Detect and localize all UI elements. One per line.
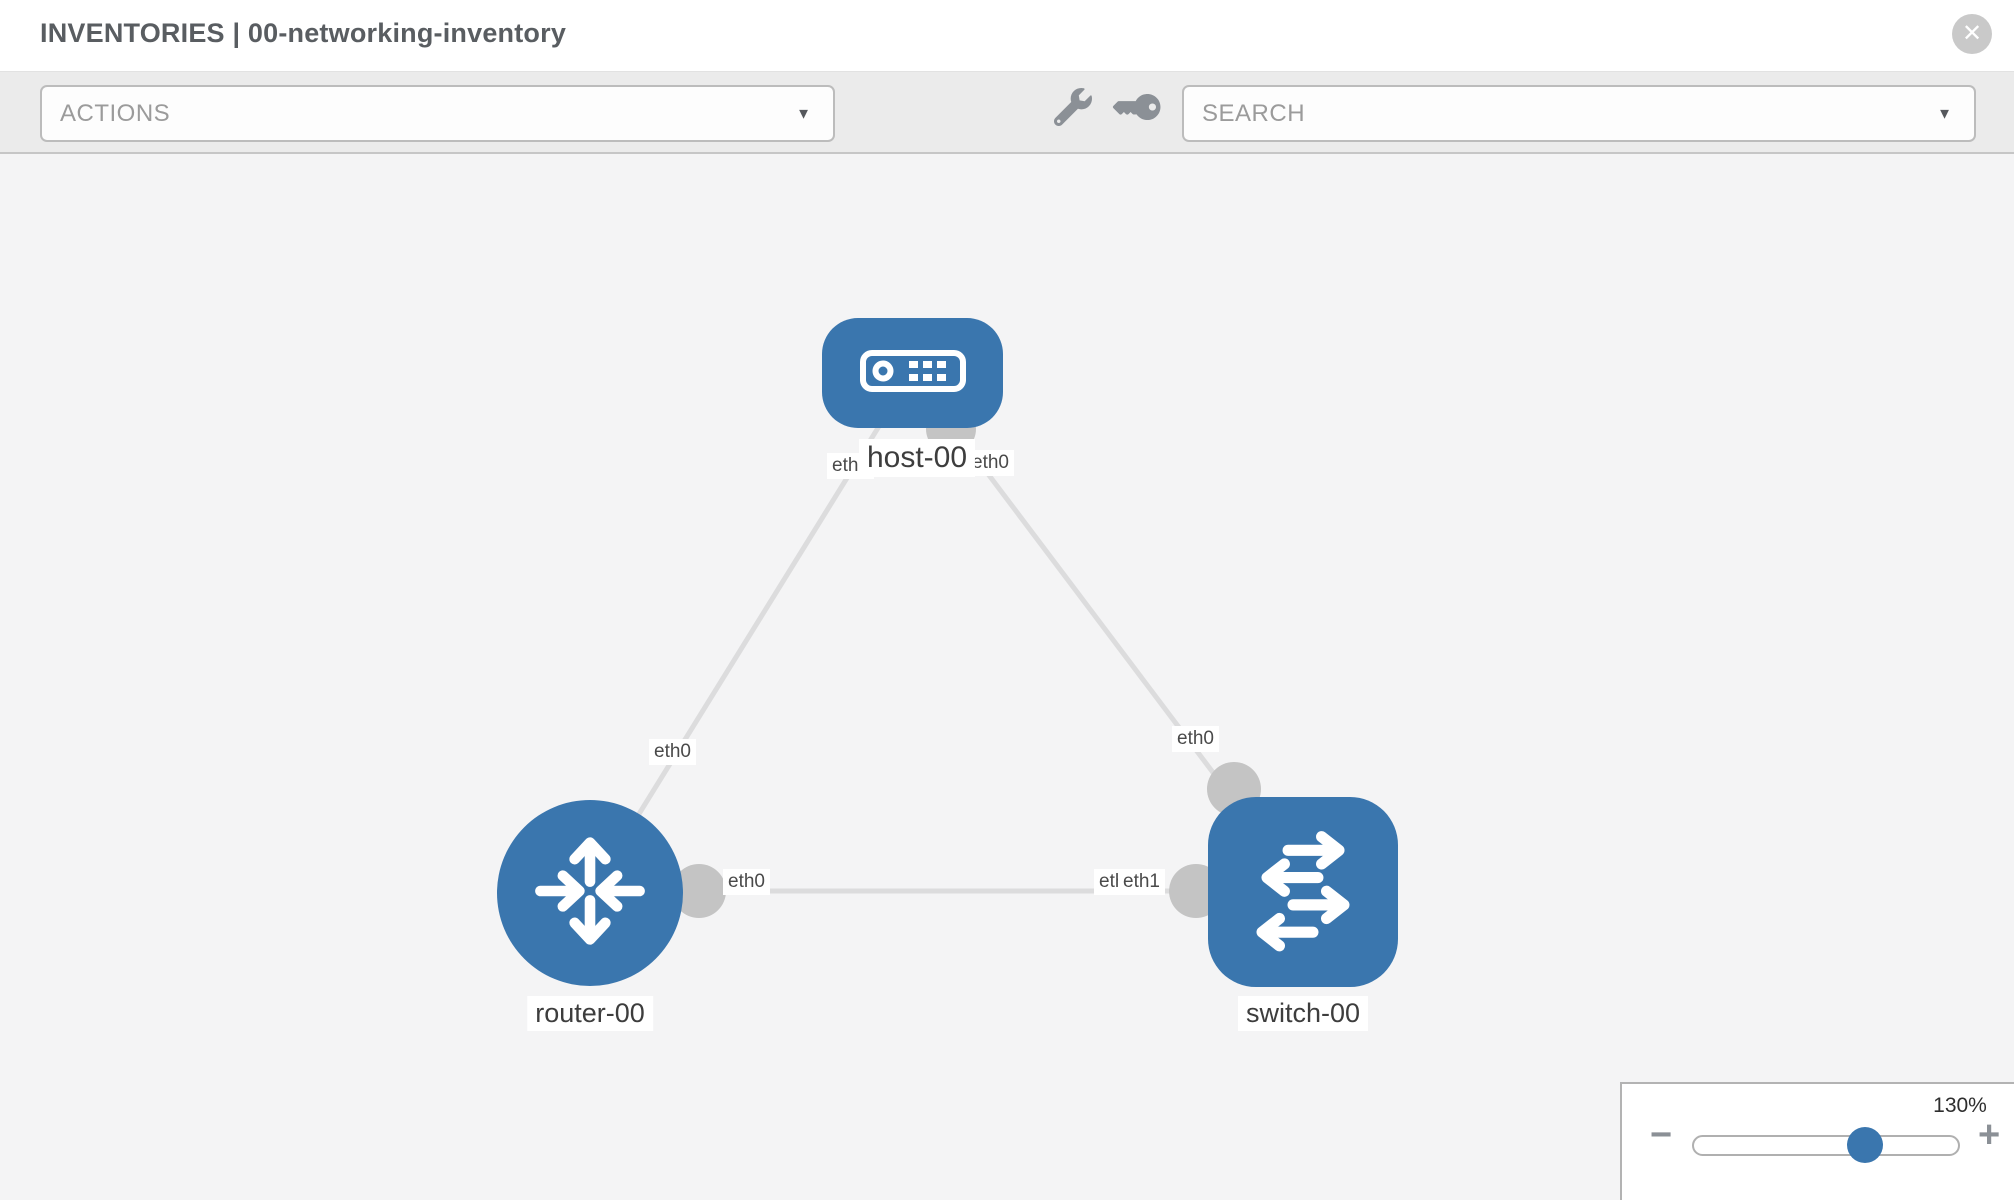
interface-label-router-switch-router-side: eth0	[723, 869, 770, 895]
node-host-00[interactable]	[822, 318, 1003, 428]
search-dropdown[interactable]: SEARCH ▼	[1182, 85, 1976, 142]
search-dropdown-label: SEARCH	[1202, 99, 1306, 127]
wrench-icon	[1053, 87, 1092, 131]
node-switch-00[interactable]	[1208, 797, 1398, 987]
host-icon	[859, 349, 967, 398]
configure-tools-button[interactable]	[1050, 86, 1096, 132]
actions-dropdown[interactable]: ACTIONS ▼	[40, 85, 835, 142]
toolbar: ACTIONS ▼ SEARCH ▼	[0, 72, 2014, 154]
header-bar: INVENTORIES | 00-networking-inventory ✕	[0, 0, 2014, 72]
chevron-down-icon: ▼	[796, 105, 811, 122]
interface-label-host-switch-switch-side: eth0	[1172, 726, 1219, 752]
node-label-host: host-00	[858, 439, 976, 477]
zoom-slider-thumb[interactable]	[1847, 1127, 1883, 1163]
zoom-out-button minus-icon[interactable]: −	[1650, 1114, 1673, 1156]
close-icon[interactable]: ✕	[1952, 14, 1992, 54]
zoom-in-button plus-icon[interactable]: +	[1978, 1114, 2001, 1156]
credentials-button[interactable]	[1112, 86, 1162, 132]
node-label-router: router-00	[527, 996, 653, 1031]
node-label-switch: switch-00	[1237, 996, 1369, 1031]
actions-dropdown-label: ACTIONS	[60, 99, 171, 127]
zoom-control-panel: 130% − +	[1620, 1082, 2014, 1200]
zoom-slider-track[interactable]	[1692, 1135, 1960, 1156]
zoom-percentage: 130%	[1933, 1094, 1987, 1117]
port-router-eth0	[672, 864, 726, 918]
node-router-00[interactable]	[497, 800, 683, 986]
chevron-down-icon: ▼	[1937, 105, 1952, 122]
page-title: INVENTORIES | 00-networking-inventory	[40, 18, 567, 48]
switch-icon	[1241, 828, 1365, 957]
topology-ports	[672, 404, 1261, 918]
interface-label-host-router-router-side: eth0	[649, 739, 696, 765]
router-icon	[531, 832, 649, 955]
interface-label-router-switch-switch-side: eth1	[1118, 869, 1165, 895]
key-icon	[1112, 88, 1161, 131]
